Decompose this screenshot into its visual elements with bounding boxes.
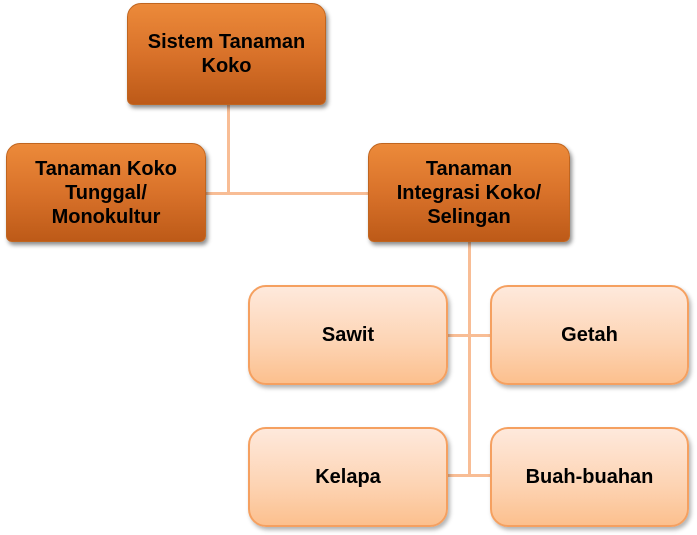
connector <box>227 105 230 194</box>
node-buah-buahan: Buah-buahan <box>490 427 689 527</box>
node-label: Tanaman Koko Tunggal/ Monokultur <box>35 157 177 228</box>
node-label: Getah <box>561 323 618 346</box>
node-sawit: Sawit <box>248 285 448 385</box>
node-label: Kelapa <box>315 465 381 488</box>
node-integrasi: Tanaman Integrasi Koko/ Selingan <box>368 143 570 242</box>
node-getah: Getah <box>490 285 689 385</box>
node-label: Sawit <box>321 323 375 346</box>
root-node: Sistem Tanaman Koko <box>127 3 326 105</box>
node-label: Buah-buahan <box>525 465 654 488</box>
node-kelapa: Kelapa <box>248 427 448 527</box>
node-label: Tanaman Integrasi Koko/ Selingan <box>396 157 542 228</box>
connector <box>468 242 471 476</box>
node-monokultur: Tanaman Koko Tunggal/ Monokultur <box>6 143 206 242</box>
connector <box>448 474 490 477</box>
connector <box>448 334 490 337</box>
node-label: Sistem Tanaman Koko <box>147 31 306 77</box>
connector <box>206 192 368 195</box>
